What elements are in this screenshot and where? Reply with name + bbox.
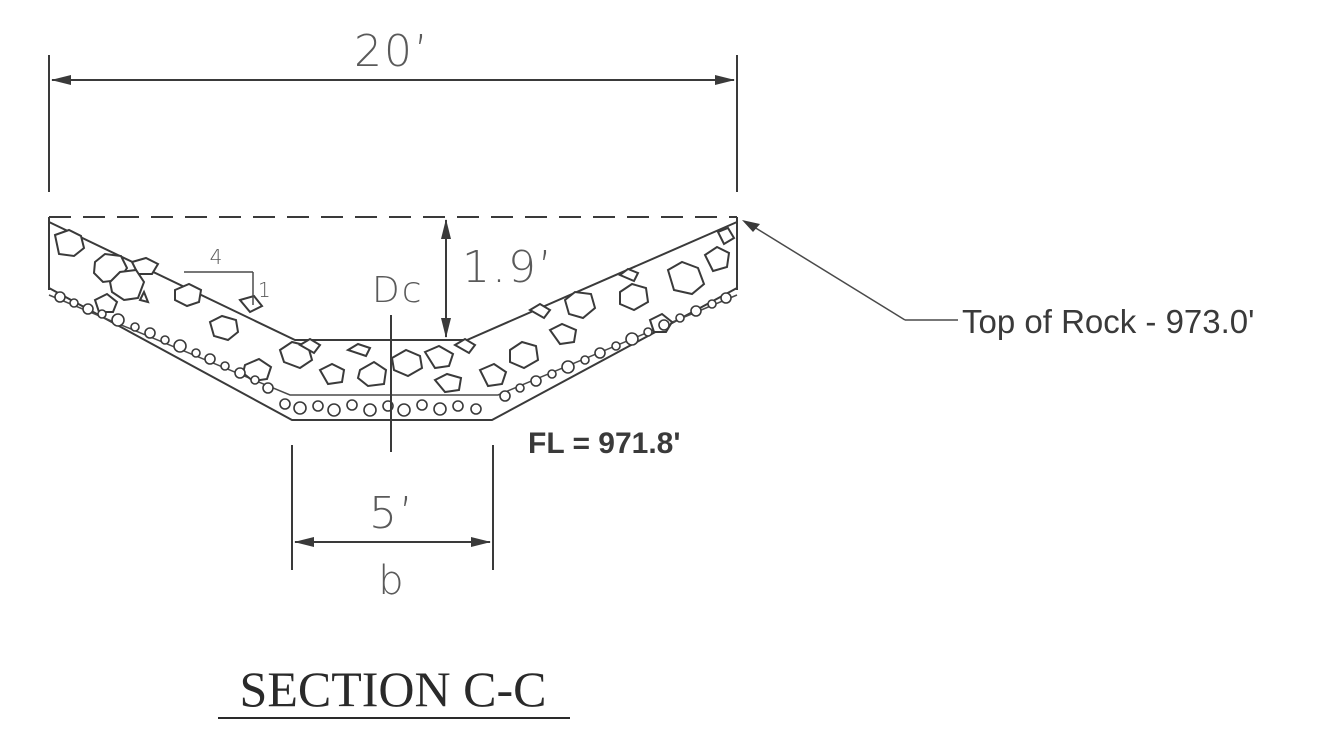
bottom-width-label: 5’: [369, 488, 415, 539]
riprap-rocks: [53, 226, 736, 394]
depth-label: 1.9’: [462, 242, 554, 293]
slope-indicator: 4 1: [184, 245, 273, 305]
depth-dimension: 1.9’ Dc: [372, 219, 554, 338]
section-title: SECTION C-C: [218, 661, 570, 719]
slope-vertical-label: 1: [258, 278, 273, 302]
channel-section: [48, 217, 738, 421]
slope-horizontal-label: 4: [210, 245, 225, 269]
flow-line-label: FL = 971.8': [528, 427, 681, 460]
top-width-dimension: 20’: [48, 26, 738, 192]
depth-symbol-label: Dc: [372, 270, 424, 311]
top-of-rock-callout: Top of Rock - 973.0': [742, 220, 1254, 340]
top-of-rock-label: Top of Rock - 973.0': [962, 303, 1254, 340]
filter-gravel: [54, 291, 732, 417]
bottom-width-dimension: 5’ b: [291, 445, 494, 604]
top-width-label: 20’: [354, 26, 430, 77]
channel-surface: [48, 221, 738, 341]
bottom-symbol-label: b: [378, 558, 405, 604]
section-title-text: SECTION C-C: [240, 661, 547, 717]
